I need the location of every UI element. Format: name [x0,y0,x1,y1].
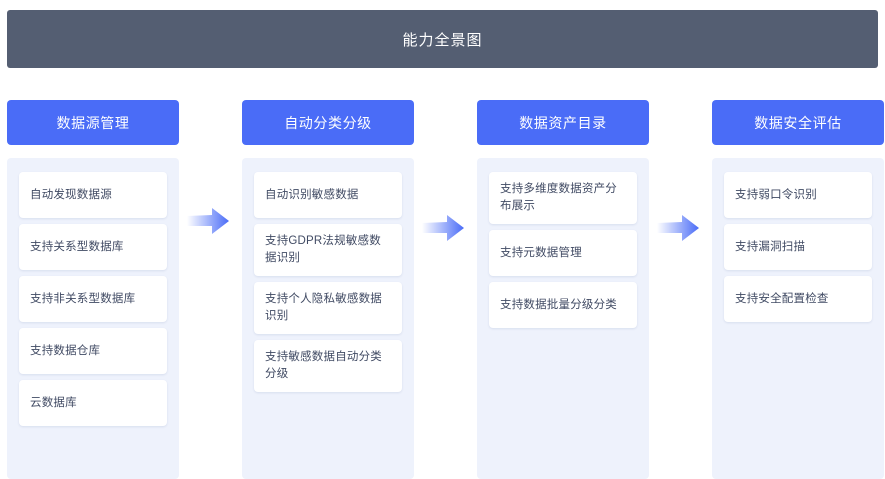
capability-card-label: 自动发现数据源 [30,188,112,201]
column-panel-catalog: 支持多维度数据资产分布展示 支持元数据管理 支持数据批量分级分类 [477,158,649,479]
column-header-assessment[interactable]: 数据安全评估 [712,100,884,145]
capability-card-label: 支持数据仓库 [30,344,101,357]
capability-card-label: 自动识别敏感数据 [265,188,359,201]
capability-card[interactable]: 支持漏洞扫描 [724,224,872,270]
capability-card-label: 支持安全配置检查 [735,292,829,305]
column-header-datasource[interactable]: 数据源管理 [7,100,179,145]
capability-column-classification: 自动分类分级 自动识别敏感数据 支持GDPR法规敏感数据识别 支持个人隐私敏感数… [242,100,414,479]
capability-card[interactable]: 自动发现数据源 [19,172,167,218]
column-header-label: 数据源管理 [56,114,130,131]
capability-card[interactable]: 支持个人隐私敏感数据识别 [254,282,402,334]
page-title: 能力全景图 [402,31,483,49]
capability-card[interactable]: 支持敏感数据自动分类分级 [254,340,402,392]
column-header-catalog[interactable]: 数据资产目录 [477,100,649,145]
capability-column-assessment: 数据安全评估 支持弱口令识别 支持漏洞扫描 支持安全配置检查 [712,100,884,479]
capability-card[interactable]: 支持数据批量分级分类 [489,282,637,328]
capability-card-label: 支持个人隐私敏感数据识别 [265,293,382,322]
capability-card[interactable]: 支持GDPR法规敏感数据识别 [254,224,402,276]
column-header-label: 数据安全评估 [754,114,842,131]
capability-card-label: 支持元数据管理 [500,246,582,259]
arrow-right-icon [657,215,699,241]
capability-card-label: 支持GDPR法规敏感数据识别 [265,235,381,264]
capability-card[interactable]: 支持安全配置检查 [724,276,872,322]
column-panel-datasource: 自动发现数据源 支持关系型数据库 支持非关系型数据库 支持数据仓库 云数据库 [7,158,179,479]
capability-card-label: 支持关系型数据库 [30,240,124,253]
capability-card-label: 支持数据批量分级分类 [500,298,617,311]
capability-column-datasource: 数据源管理 自动发现数据源 支持关系型数据库 支持非关系型数据库 支持数据仓库 … [7,100,179,479]
capability-card-label: 支持敏感数据自动分类分级 [265,351,382,380]
capability-card[interactable]: 支持数据仓库 [19,328,167,374]
capability-card[interactable]: 云数据库 [19,380,167,426]
capability-column-catalog: 数据资产目录 支持多维度数据资产分布展示 支持元数据管理 支持数据批量分级分类 [477,100,649,479]
capability-card-label: 支持非关系型数据库 [30,292,136,305]
column-header-classification[interactable]: 自动分类分级 [242,100,414,145]
capability-card-label: 支持漏洞扫描 [735,240,806,253]
column-header-label: 数据资产目录 [519,114,607,131]
page-banner: 能力全景图 [7,10,878,68]
column-header-label: 自动分类分级 [284,114,372,131]
capability-board: 数据源管理 自动发现数据源 支持关系型数据库 支持非关系型数据库 支持数据仓库 … [0,100,885,479]
capability-card[interactable]: 支持弱口令识别 [724,172,872,218]
capability-card[interactable]: 支持非关系型数据库 [19,276,167,322]
capability-card[interactable]: 自动识别敏感数据 [254,172,402,218]
capability-card[interactable]: 支持元数据管理 [489,230,637,276]
arrow-right-icon [422,215,464,241]
capability-card[interactable]: 支持关系型数据库 [19,224,167,270]
arrow-right-icon [187,208,229,234]
capability-card[interactable]: 支持多维度数据资产分布展示 [489,172,637,224]
column-panel-assessment: 支持弱口令识别 支持漏洞扫描 支持安全配置检查 [712,158,884,479]
column-panel-classification: 自动识别敏感数据 支持GDPR法规敏感数据识别 支持个人隐私敏感数据识别 支持敏… [242,158,414,479]
capability-card-label: 支持多维度数据资产分布展示 [500,183,617,212]
capability-card-label: 支持弱口令识别 [735,188,817,201]
capability-card-label: 云数据库 [30,396,77,409]
